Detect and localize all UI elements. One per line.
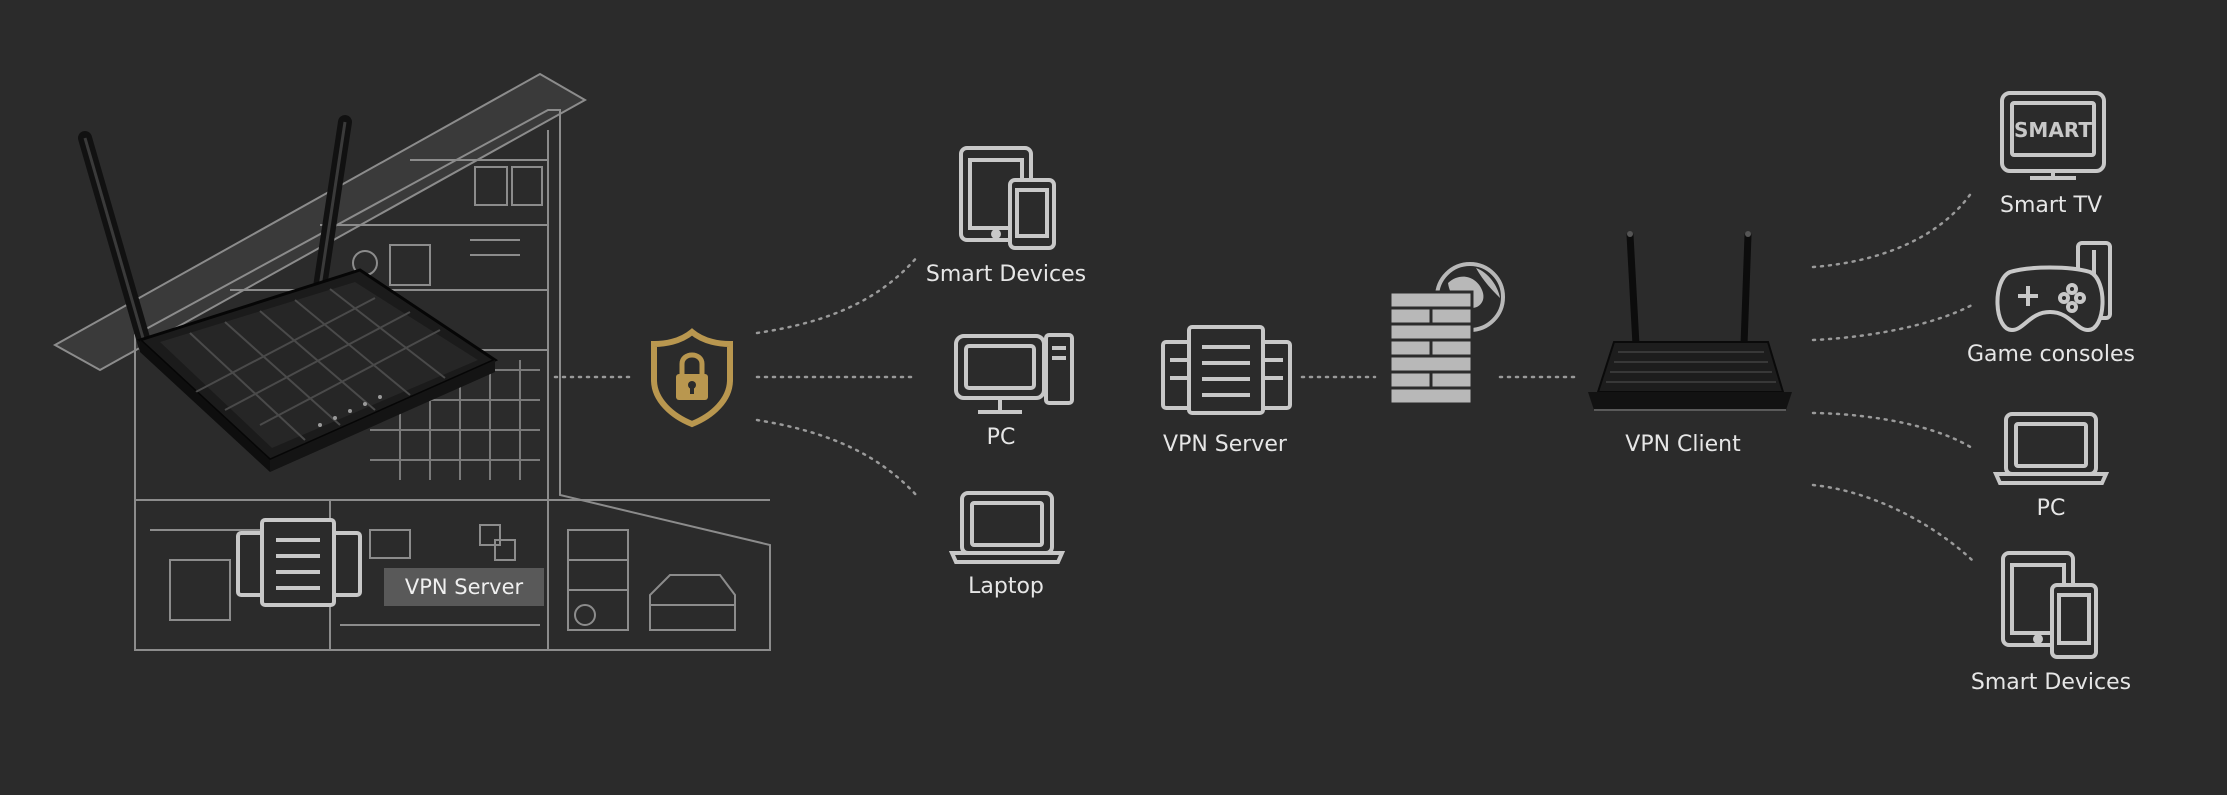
desktop-pc-icon — [954, 333, 1074, 414]
server-icon — [236, 518, 362, 607]
tablet-phone-icon — [959, 146, 1056, 250]
label-vpn-client: VPN Client — [1625, 432, 1741, 457]
gamepad-icon — [1995, 241, 2112, 333]
label-game-consoles: Game consoles — [1966, 342, 2136, 367]
label-client-pc: PC — [2036, 496, 2066, 521]
tablet-phone-icon — [2001, 551, 2098, 659]
smart-tv-icon: SMART — [2000, 91, 2106, 180]
tv-screen-text: SMART — [2014, 118, 2092, 142]
label-smart-devices: Smart Devices — [925, 262, 1087, 287]
connector-lines — [553, 190, 1974, 562]
firewall-globe-icon — [1388, 262, 1505, 406]
laptop-icon — [1992, 412, 2110, 485]
label-laptop: Laptop — [968, 574, 1044, 599]
router-image — [78, 115, 499, 472]
label-pc: PC — [986, 425, 1016, 450]
server-rack-icon — [1161, 325, 1292, 415]
label-smart-tv: Smart TV — [1999, 193, 2103, 218]
shield-lock-icon — [651, 328, 733, 428]
router-icon — [1588, 231, 1792, 411]
home-vpn-server-tag: VPN Server — [384, 568, 544, 606]
label-client-smart-devices: Smart Devices — [1970, 670, 2132, 695]
laptop-icon — [948, 491, 1066, 564]
label-vpn-server: VPN Server — [1163, 432, 1287, 457]
